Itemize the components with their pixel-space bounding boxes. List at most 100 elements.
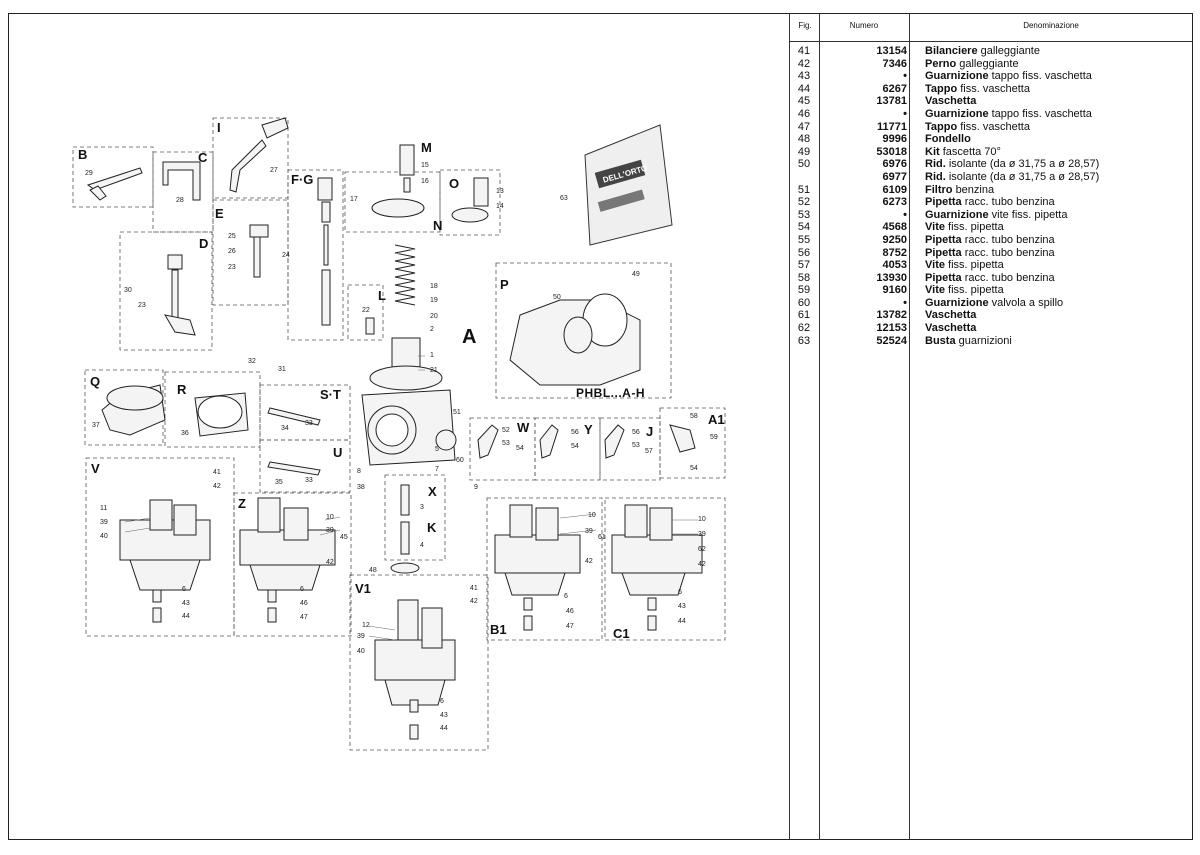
table-row: 52 6273 Pipetta racc. tubo benzina: [789, 196, 1193, 209]
group-label: Q: [90, 374, 101, 389]
callout-number: 52: [502, 427, 510, 434]
table-border: [789, 13, 790, 840]
cell-numero: 6109: [882, 183, 907, 196]
cell-denominazione: Guarnizione tappo fiss. vaschetta: [925, 70, 1092, 83]
callout-number: 17: [350, 196, 358, 203]
cell-denominazione: Pipetta racc. tubo benzina: [925, 272, 1055, 285]
callout-number: 25: [228, 233, 236, 240]
cell-fig: 53: [797, 208, 811, 221]
callout-number: 58: [690, 413, 698, 420]
callout-number: 32: [248, 358, 256, 365]
callout-number: 42: [585, 558, 593, 565]
callout-number: 54: [571, 443, 579, 450]
cell-denominazione: Guarnizione valvola a spillo: [925, 297, 1063, 310]
part-name: Pipetta: [925, 233, 962, 246]
group-label: Y: [584, 422, 593, 437]
group-label: F·G: [291, 172, 314, 187]
callout-number: 22: [362, 307, 370, 314]
callout-number: 44: [678, 618, 686, 625]
part-detail: tappo fiss. vaschetta: [991, 107, 1092, 120]
callout-number: 35: [275, 479, 283, 486]
group-label: P: [500, 277, 509, 292]
part-name: Vite: [925, 259, 945, 272]
group-label: C1: [613, 626, 630, 641]
callout-number: 44: [182, 613, 190, 620]
group-label: V1: [355, 581, 371, 596]
cell-fig: 52: [797, 196, 811, 209]
cell-denominazione: Pipetta racc. tubo benzina: [925, 196, 1055, 209]
cell-numero: 6267: [882, 82, 907, 95]
cell-numero: •: [903, 208, 907, 221]
cell-fig: 60: [797, 296, 811, 309]
diagram-drawing: DELL'ORTO: [72, 117, 726, 751]
callout-number: 10: [588, 512, 596, 519]
callout-number: 48: [369, 567, 377, 574]
group-label: V: [91, 461, 100, 476]
sheet-frame: [8, 13, 1193, 840]
part-name: Guarnizione: [925, 70, 989, 83]
cell-fig: 41: [797, 45, 811, 57]
group-label: L: [378, 288, 386, 303]
callout-number: 23: [138, 302, 146, 309]
cell-fig: 51: [797, 183, 811, 196]
part-detail: guarnizioni: [958, 334, 1012, 347]
callout-number: 30: [124, 287, 132, 294]
callout-number: 37: [92, 422, 100, 429]
callout-number: 42: [698, 561, 706, 568]
callout-number: 29: [85, 170, 93, 177]
part-name: Vite: [925, 221, 945, 234]
callout-number: 42: [470, 598, 478, 605]
cell-fig: 47: [797, 120, 811, 133]
callout-number: 15: [421, 162, 429, 169]
cell-fig: 49: [797, 145, 811, 158]
callout-number: 53: [632, 442, 640, 449]
part-detail: isolante (da ø 31,75 a ø 28,57): [948, 158, 1100, 171]
callout-number: 33: [305, 420, 313, 427]
part-name: Fondello: [925, 133, 971, 146]
part-name: Rid.: [925, 158, 946, 171]
cell-numero: 12153: [876, 322, 907, 335]
cell-denominazione: Perno galleggiante: [925, 58, 1019, 71]
callout-number: 31: [278, 366, 286, 373]
cell-fig: 61: [797, 309, 811, 322]
callout-number: 27: [270, 167, 278, 174]
exploded-diagram: DELL'ORTO B C I F·G M O N E D L P Q R S·…: [72, 117, 726, 751]
cell-numero: 9250: [882, 233, 907, 246]
callout-number: 11: [100, 505, 108, 512]
part-detail: fiss. pipetta: [948, 284, 1004, 297]
group-label: A1: [708, 412, 725, 427]
part-name: Vite: [925, 284, 945, 297]
cell-denominazione: Vite fiss. pipetta: [925, 259, 1004, 272]
part-name: Vaschetta: [925, 322, 977, 335]
callout-number: 56: [571, 429, 579, 436]
callout-number: 38: [357, 484, 365, 491]
group-label: J: [646, 424, 654, 439]
callout-number: 20: [430, 313, 438, 320]
part-name: Filtro: [925, 183, 953, 196]
part-detail: galleggiante: [959, 57, 1019, 70]
cell-numero: 4568: [882, 221, 907, 234]
cell-numero: 9160: [882, 284, 907, 297]
cell-fig: 45: [797, 95, 811, 108]
callout-number: 28: [176, 197, 184, 204]
callout-number: 24: [282, 252, 290, 259]
group-label: X: [428, 484, 437, 499]
callout-number: 2: [430, 326, 434, 333]
callout-number: 18: [430, 283, 438, 290]
callout-number: 45: [340, 534, 348, 541]
callout-number: 56: [632, 429, 640, 436]
cell-numero: 6273: [882, 196, 907, 209]
callout-number: 21: [430, 367, 438, 374]
part-name: Vaschetta: [925, 95, 977, 108]
